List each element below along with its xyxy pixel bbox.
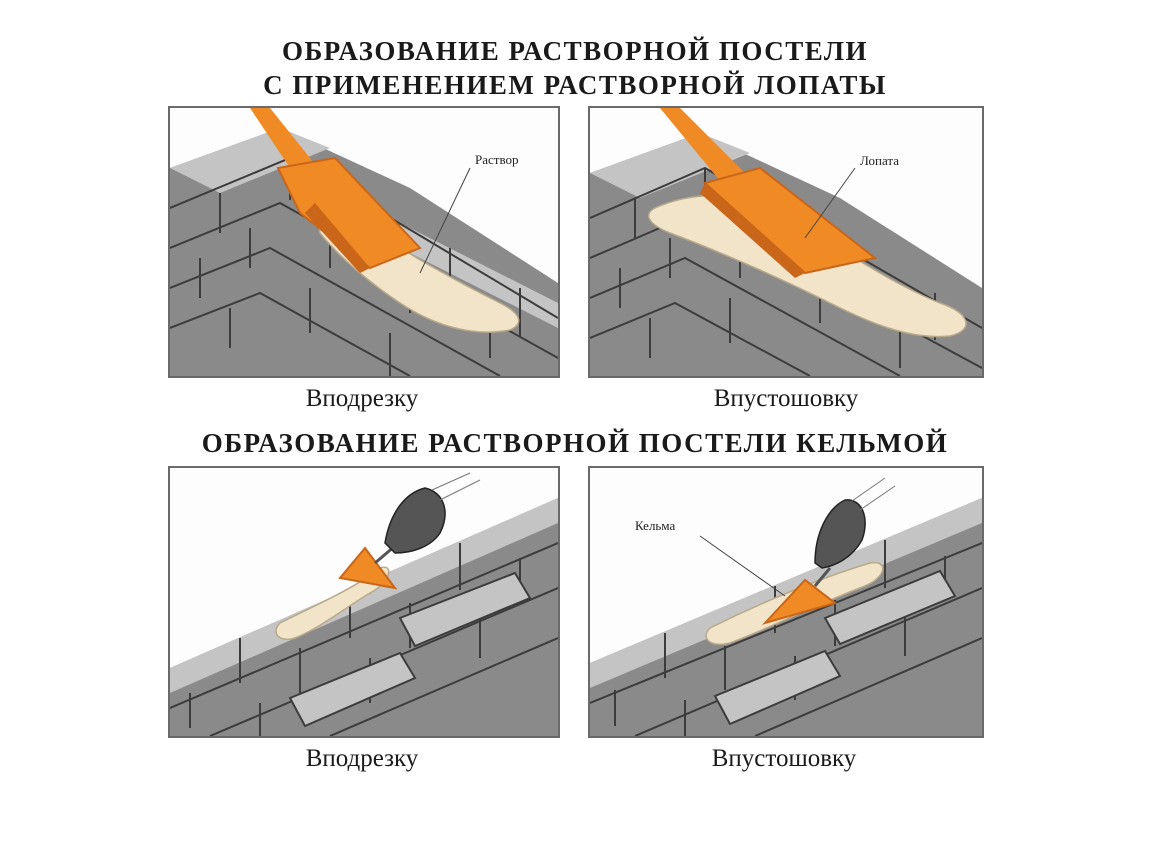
panel-shovel-undercut: Раствор [168, 106, 560, 378]
shovel-callout: Лопата [860, 153, 899, 168]
mortar-shovel [660, 108, 878, 278]
shovel-title-line-2: С ПРИМЕНЕНИЕМ РАСТВОРНОЙ ЛОПАТЫ [263, 70, 887, 100]
shovel-title-line-1: ОБРАЗОВАНИЕ РАСТВОРНОЙ ПОСТЕЛИ [281, 36, 869, 66]
shovel-section-title: ОБРАЗОВАНИЕ РАСТВОРНОЙ ПОСТЕЛИ С ПРИМЕНЕ… [0, 34, 1150, 102]
panel-trowel-undercut [168, 466, 560, 738]
caption-shovel-hollow: Впустошовку [713, 385, 859, 412]
trowel [761, 567, 838, 625]
mortar-callout: Раствор [475, 152, 519, 167]
glove-icon [814, 477, 896, 569]
caption-trowel-hollow: Впустошовку [711, 745, 857, 772]
mortar-bed [275, 566, 390, 640]
panel-trowel-hollow: Кельма [588, 466, 984, 738]
trowel-callout: Кельма [635, 518, 675, 533]
trowel-section-title: ОБРАЗОВАНИЕ РАСТВОРНОЙ ПОСТЕЛИ КЕЛЬМОЙ [201, 428, 949, 458]
brick-wall [170, 498, 558, 736]
mortar-shovel [250, 108, 422, 273]
panel-shovel-hollow: Лопата [588, 106, 984, 378]
caption-trowel-undercut: Вподрезку [305, 745, 419, 772]
glove-icon [384, 472, 481, 554]
caption-shovel-undercut: Вподрезку [305, 385, 419, 412]
